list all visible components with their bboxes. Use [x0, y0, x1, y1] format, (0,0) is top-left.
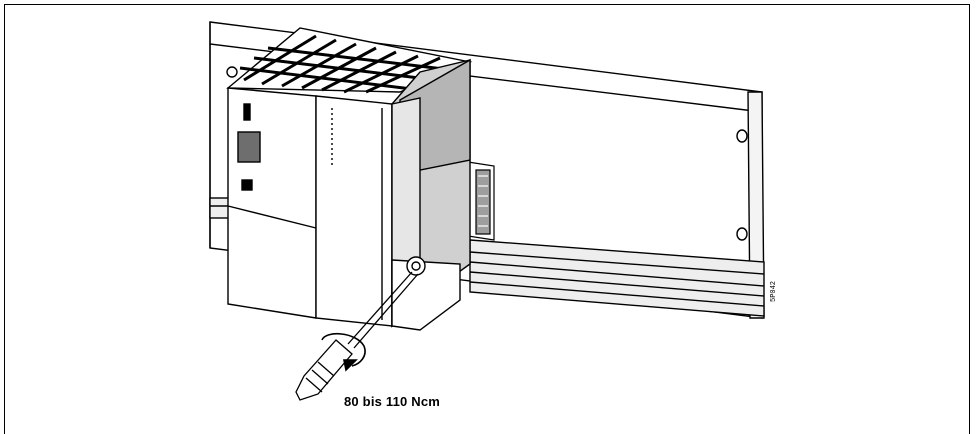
figure-code: 5P042 [770, 280, 778, 302]
figure-frame [4, 4, 970, 434]
screwdriver-icon [295, 271, 419, 401]
cpu-module [226, 27, 473, 327]
torque-label: 80 bis 110 Ncm [344, 394, 441, 409]
io-module [391, 58, 471, 331]
rotation-arrow-icon [321, 333, 366, 372]
bus-connector [467, 161, 495, 241]
